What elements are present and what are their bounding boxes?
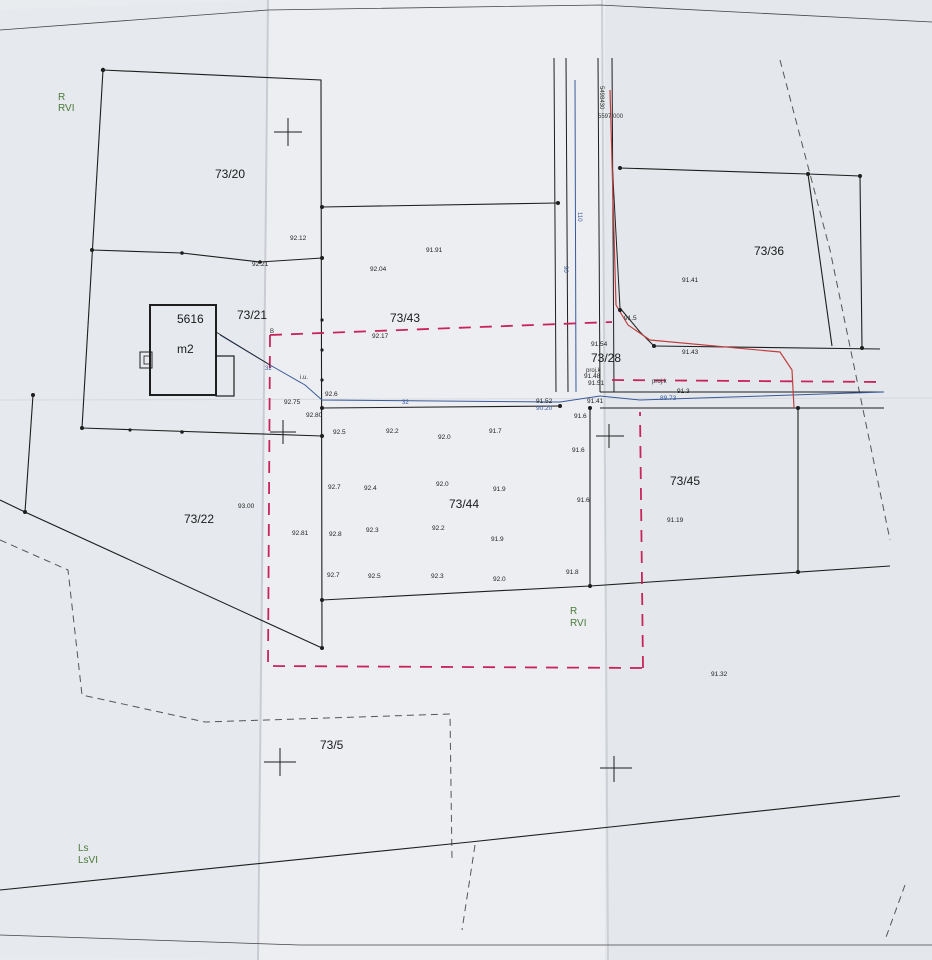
elevation: 92.0 [436, 481, 449, 488]
paper-panel-left [0, 0, 268, 960]
parcel-label-73-45: 73/45 [670, 474, 700, 488]
elevation-labels: 92.12 91.91 92.21 92.04 92.17 92.75 92.6… [238, 235, 728, 678]
elevation: 91.52 [536, 398, 553, 405]
landuse-boundaries [0, 59, 906, 941]
boundary-vertices [23, 67, 864, 650]
projected-label-1: proj.k [586, 368, 602, 374]
building-type: m2 [177, 342, 194, 356]
elevation: 92.7 [327, 572, 340, 579]
elevation: 91.48 [584, 373, 601, 380]
land-class-center-2: RVI [570, 618, 587, 629]
elevation: 92.3 [366, 527, 379, 534]
parcel-label-73-44: 73/44 [449, 497, 479, 511]
land-class-bottom-left-1: Ls [78, 843, 89, 854]
elevation: 91.41 [587, 398, 604, 405]
parcel-label-73-20: 73/20 [215, 167, 245, 181]
elevation: 91.8 [566, 569, 579, 576]
elevation: 92.2 [386, 428, 399, 435]
elevation: 92.80 [306, 412, 323, 419]
paper-panel-right [605, 0, 932, 960]
elevation: 91.32 [711, 671, 728, 678]
paper-fold-horizontal [0, 397, 932, 401]
elevation: 91.43 [682, 349, 699, 356]
elevation: 89.73 [660, 395, 677, 402]
elevation: 90.20 [536, 405, 553, 412]
parcel-labels: 73/20 73/21 73/43 73/28 73/36 73/22 73/4… [184, 167, 784, 752]
elevation: 92.2 [432, 525, 445, 532]
map-frame-bottom [0, 934, 932, 946]
parcel-label-73-22: 73/22 [184, 512, 214, 526]
elevation: 91.9 [493, 486, 506, 493]
pipe-label-2: 90 [562, 266, 568, 273]
elevation: 91.6 [577, 497, 590, 504]
utility-label: i.u. [300, 375, 308, 381]
paper-fold-left [257, 0, 269, 960]
line-code-2: 32 [402, 400, 409, 406]
land-class-bottom-left-2: LsVI [78, 855, 98, 866]
land-class-labels: R RVI R RVI Ls LsVI [58, 92, 587, 866]
elevation: 92.17 [372, 333, 389, 340]
paper-fold-right [601, 0, 609, 960]
parcel-label-73-28: 73/28 [591, 351, 621, 365]
land-class-center-1: R [570, 606, 577, 617]
elevation: 92.5 [333, 429, 346, 436]
building-5616 [139, 304, 271, 397]
land-class-top-left-2: RVI [58, 103, 75, 114]
elevation: 92.4 [364, 485, 377, 492]
paper-panel-mid [258, 0, 605, 960]
elevation: 92.7 [328, 484, 341, 491]
elevation: 92.75 [284, 399, 301, 406]
line-code-1: 32 [265, 366, 272, 372]
land-class-top-left-1: R [58, 92, 65, 103]
building-number: 5616 [177, 312, 204, 326]
corner-mark: B [270, 329, 274, 335]
elevation: 92.04 [370, 266, 387, 273]
projected-label-2: proj.k [652, 379, 668, 385]
elevation: 91.54 [591, 341, 608, 348]
utility-water-line [219, 79, 885, 403]
map-frame-top [0, 4, 932, 31]
elevation: 91.6 [572, 447, 585, 454]
elevation: 92.81 [292, 530, 309, 537]
elevation: 92.5 [368, 573, 381, 580]
elevation: 92.12 [290, 235, 307, 242]
elevation: 93.00 [238, 503, 255, 510]
elevation: 91.5 [624, 315, 637, 322]
elevation: 91.91 [426, 247, 443, 254]
vertical-code-2: 5597.000 [598, 114, 624, 120]
elevation: 92.6 [325, 391, 338, 398]
parcel-label-73-43: 73/43 [390, 311, 420, 325]
parcel-label-73-36: 73/36 [754, 244, 784, 258]
elevation: 92.0 [493, 576, 506, 583]
elevation: 92.3 [431, 573, 444, 580]
elevation: 91.7 [489, 428, 502, 435]
vertical-code: 5498430 [598, 86, 604, 110]
road-lines [553, 57, 655, 393]
elevation: 91.9 [491, 536, 504, 543]
projected-boundary [267, 321, 885, 669]
grid-crosses [264, 118, 632, 782]
elevation: 91.6 [574, 413, 587, 420]
misc-annotations: i.u. proj.k proj.k B 5498430 5597.000 11… [265, 86, 668, 406]
pipe-label: 110 [576, 212, 582, 222]
elevation: 91.19 [667, 517, 684, 524]
elevation: 91.41 [682, 277, 699, 284]
parcel-label-73-5: 73/5 [320, 738, 344, 752]
elevation: 91.3 [677, 388, 690, 395]
elevation: 92.8 [329, 531, 342, 538]
elevation: 91.51 [588, 380, 605, 387]
elevation: 92.21 [252, 261, 269, 268]
elevation: 92.0 [438, 434, 451, 441]
utility-gas-line [609, 89, 795, 409]
parcel-label-73-21: 73/21 [237, 308, 267, 322]
